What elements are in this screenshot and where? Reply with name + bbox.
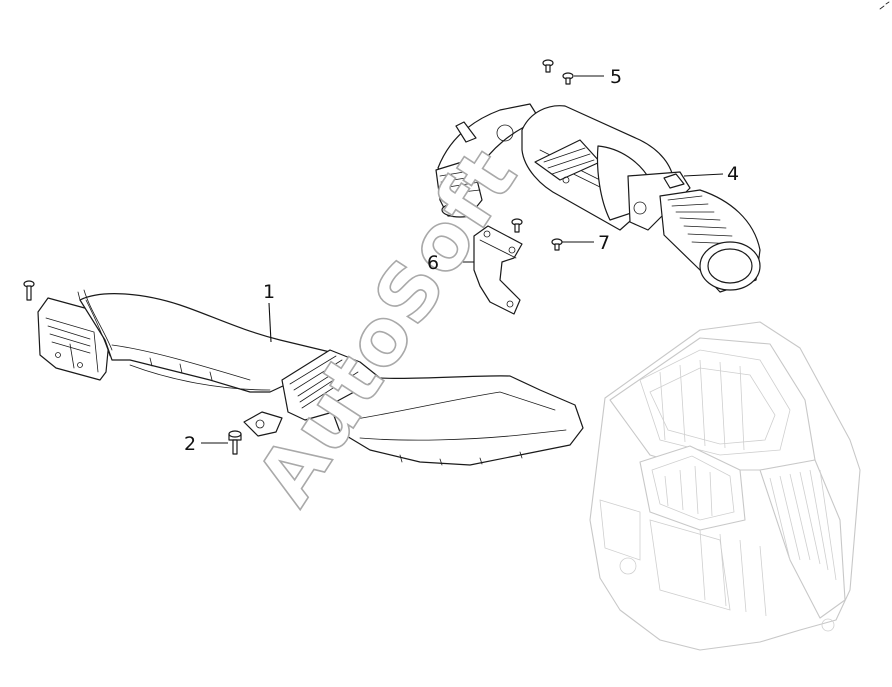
callout-4: 4 xyxy=(727,163,739,185)
bolt-5 xyxy=(542,59,574,85)
bolt-2 xyxy=(228,430,242,455)
bracket-6 xyxy=(473,225,523,315)
leader-1 xyxy=(268,302,272,343)
air-filter-housing xyxy=(589,321,861,651)
resonator-assembly xyxy=(435,103,761,293)
intake-duct xyxy=(37,289,584,466)
callout-5: 5 xyxy=(610,66,622,88)
bolt-small-left xyxy=(23,280,35,301)
leader-4 xyxy=(683,173,724,177)
watermark: AutoSoft xyxy=(240,132,537,521)
callout-1: 1 xyxy=(263,281,275,303)
callout-6: 6 xyxy=(427,252,439,274)
callout-2: 2 xyxy=(184,433,196,455)
callout-7: 7 xyxy=(598,232,610,254)
callouts: 1 2 4 5 6 7 xyxy=(184,66,739,455)
corner-mark xyxy=(879,1,890,10)
watermark-text: AutoSoft xyxy=(240,133,535,521)
leader-lines xyxy=(201,75,724,444)
screw-7 xyxy=(511,218,563,251)
